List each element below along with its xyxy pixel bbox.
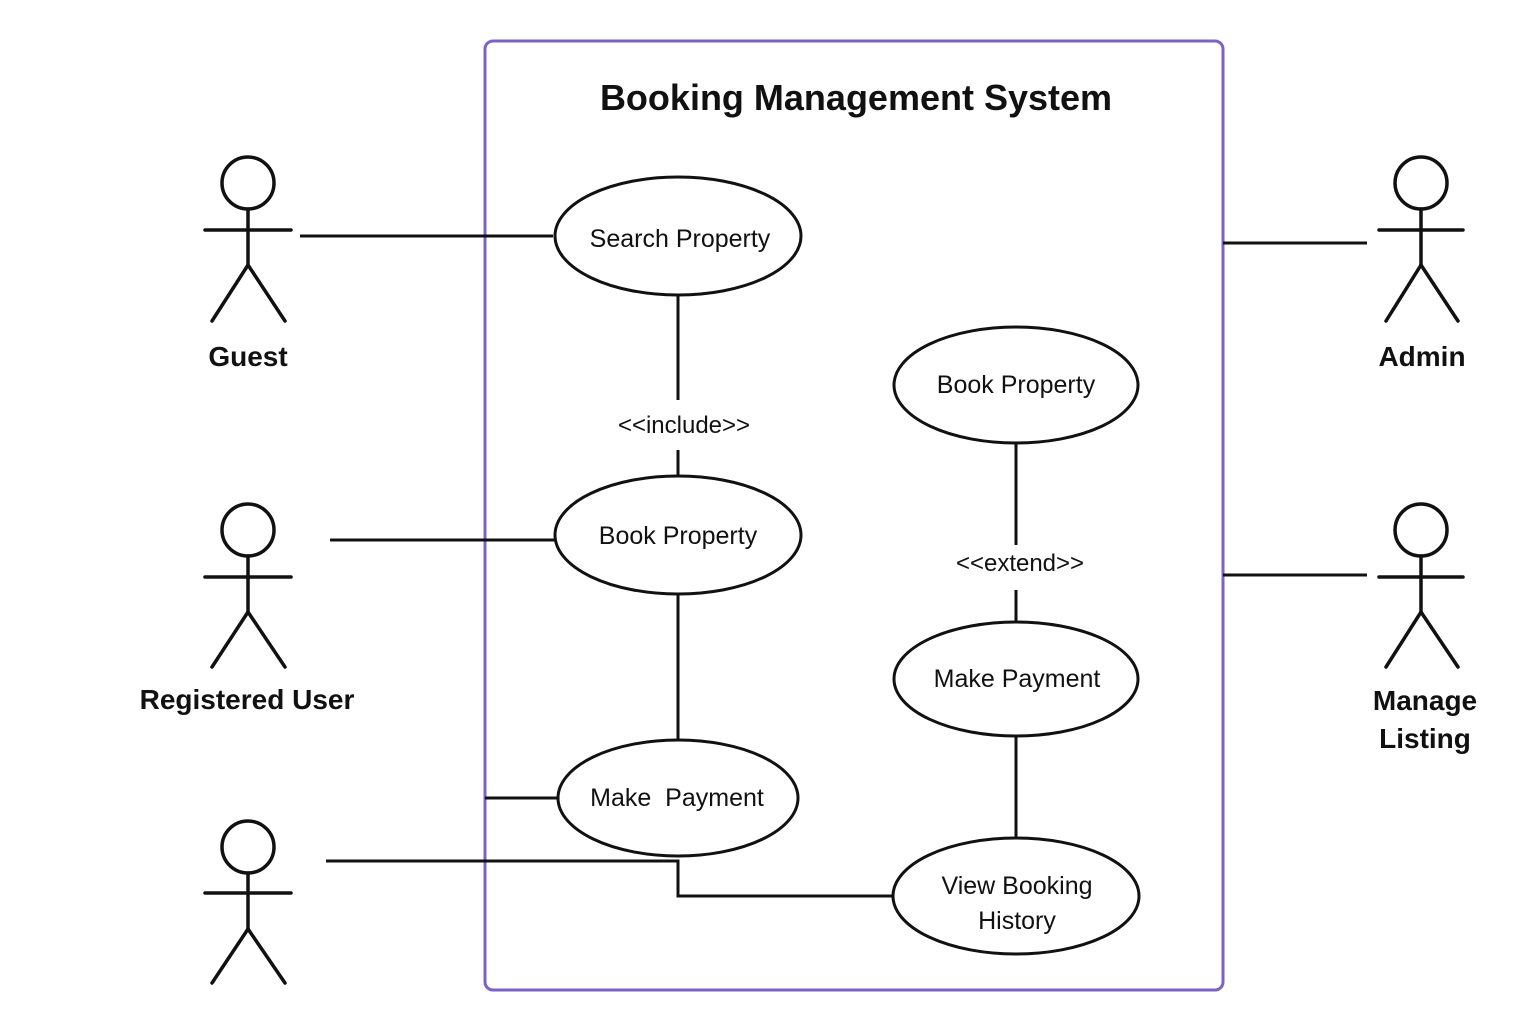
use-case-label: Book Property: [599, 522, 758, 550]
actor-guest: Guest: [203, 155, 293, 372]
use-case-book-property-left: Book Property: [553, 474, 803, 596]
stick-figure-icon: [203, 155, 293, 323]
actor-admin: Admin: [1377, 155, 1466, 372]
use-case-view-booking-history: View Booking History: [891, 836, 1141, 956]
extend-stereotype: <<extend>>: [956, 550, 1084, 577]
include-stereotype: <<include>>: [618, 412, 750, 439]
use-case-label: Make Payment: [934, 665, 1101, 693]
use-case-make-payment-left: Make Payment: [556, 738, 800, 858]
actor-label-line-2: Listing: [1379, 723, 1471, 754]
use-case-make-payment-right: Make Payment: [892, 620, 1140, 738]
connections: [300, 234, 1367, 898]
actor-unlabeled: [203, 819, 293, 985]
use-case-search-property: Search Property: [553, 175, 803, 297]
stick-figure-icon: [1377, 155, 1465, 323]
use-case-label-line-1: View Booking: [941, 872, 1092, 900]
stick-figure-icon: [203, 819, 293, 985]
system-boundary: [483, 39, 1225, 992]
actor-registered-user: Registered User: [140, 502, 355, 715]
actor-label: Guest: [208, 341, 287, 372]
use-case-label: Search Property: [590, 225, 771, 253]
actor-label: Registered User: [140, 684, 355, 715]
system-title: Booking Management System: [600, 77, 1112, 118]
actor-manage-listing: Manage Listing: [1373, 502, 1477, 754]
actor3-history-line: [326, 859, 893, 898]
actor-label-line-1: Manage: [1373, 685, 1477, 716]
actor-label: Admin: [1378, 341, 1465, 372]
use-case-label: Make Payment: [590, 784, 764, 812]
use-case-label-line-2: History: [978, 907, 1056, 935]
stick-figure-icon: [1377, 502, 1465, 669]
use-case-book-property-right: Book Property: [892, 325, 1140, 445]
use-case-label: Book Property: [937, 371, 1096, 399]
stick-figure-icon: [203, 502, 293, 669]
